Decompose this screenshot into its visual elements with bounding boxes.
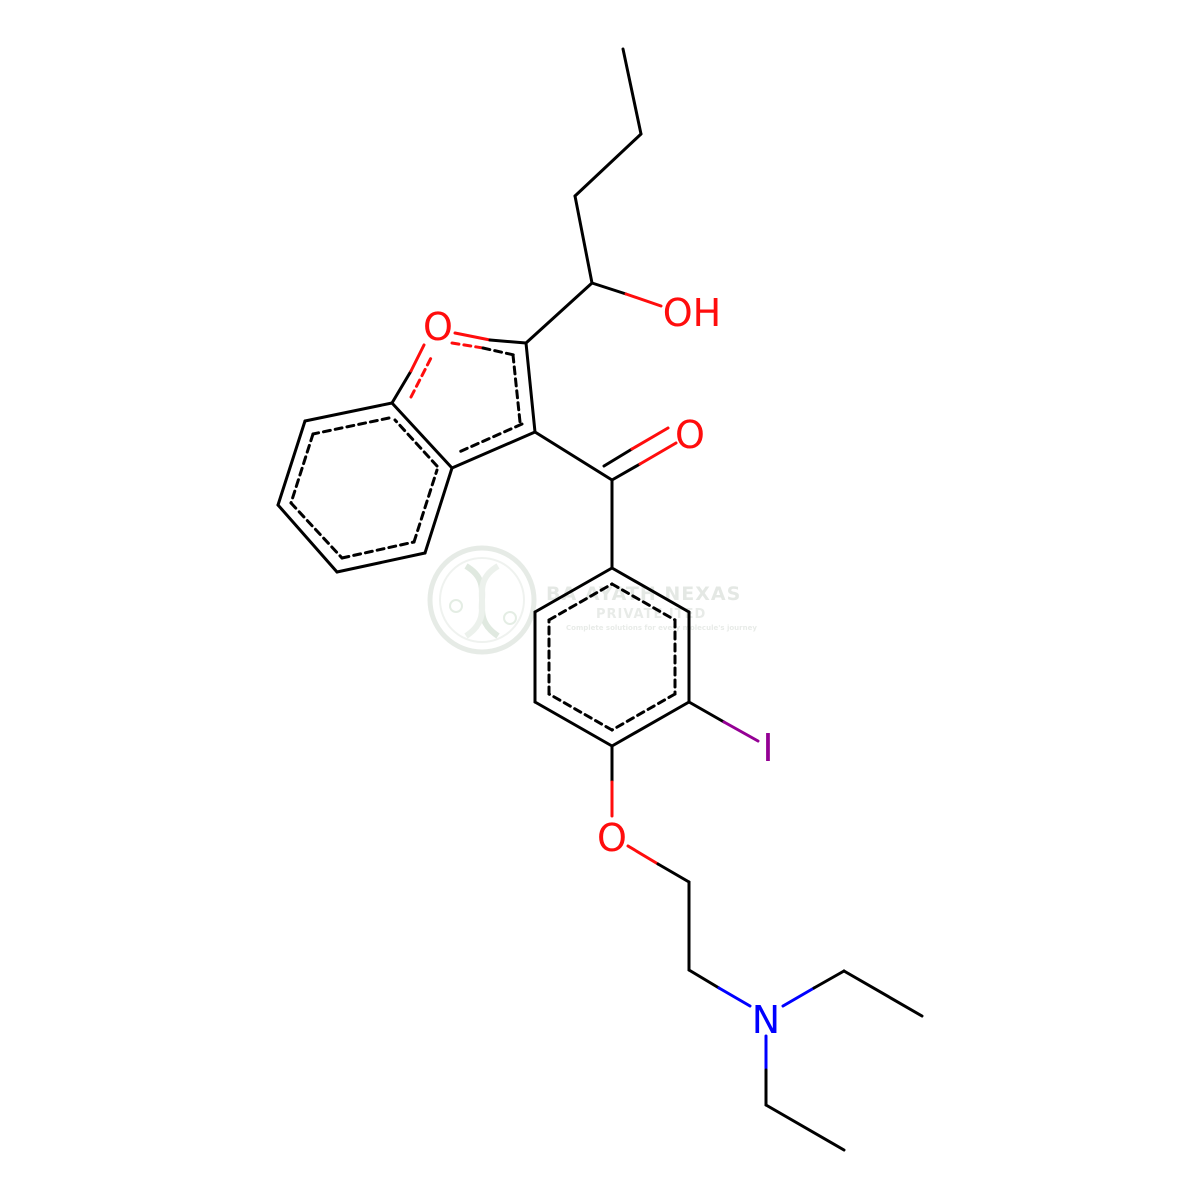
atom-hydroxyl: OH — [663, 291, 721, 335]
bond — [289, 432, 315, 505]
bond — [450, 430, 537, 470]
atom-amine-nitrogen: N — [752, 998, 780, 1042]
bond — [412, 468, 439, 544]
bond — [610, 566, 691, 614]
bond — [488, 338, 528, 345]
bond — [511, 353, 522, 424]
bond — [656, 862, 691, 884]
bond — [687, 700, 726, 724]
bond — [453, 331, 492, 342]
atom-ether-oxygen: O — [597, 816, 627, 860]
bond — [842, 969, 924, 1018]
bond — [423, 466, 454, 555]
bond — [812, 969, 846, 990]
bond — [717, 986, 752, 1008]
bond — [390, 369, 413, 405]
bond — [610, 582, 677, 622]
bond — [610, 700, 691, 748]
watermark-title: BA AYATH NEXAS — [546, 583, 741, 605]
bond — [409, 354, 434, 399]
bond — [450, 341, 485, 350]
bond — [687, 968, 721, 990]
bond — [547, 692, 614, 732]
bond — [533, 700, 614, 748]
bond — [276, 419, 307, 507]
watermark: BA AYATH NEXAS PRIVATE ITED Complete sol… — [427, 545, 757, 655]
bond — [610, 462, 642, 482]
bond — [630, 426, 670, 451]
bond — [457, 422, 524, 454]
bond — [602, 447, 634, 468]
bond — [311, 416, 391, 436]
bond — [621, 47, 643, 136]
bond — [624, 292, 663, 308]
bond — [533, 430, 614, 482]
dna-helix-icon — [427, 545, 537, 655]
bond — [390, 401, 454, 470]
watermark-subtitle: PRIVATE ITED — [596, 607, 706, 622]
bond — [533, 566, 614, 614]
bond — [335, 551, 427, 574]
bond — [626, 844, 660, 866]
bond — [590, 281, 628, 296]
atom-iodine: I — [762, 726, 773, 770]
bond — [638, 441, 678, 466]
atom-labels: O OH O I O N — [423, 291, 780, 1042]
bond — [524, 281, 594, 345]
atom-furan-oxygen: O — [423, 305, 453, 349]
bond — [524, 341, 537, 434]
bond — [276, 503, 339, 574]
bond — [481, 346, 516, 357]
bond — [289, 501, 344, 560]
bond — [610, 692, 677, 732]
watermark-tagline: Complete solutions for every molecule's … — [566, 624, 757, 632]
bond — [781, 986, 816, 1008]
bond — [547, 582, 614, 622]
bond — [722, 720, 760, 743]
bond — [573, 194, 594, 285]
bond — [764, 1103, 846, 1152]
bond — [393, 418, 439, 468]
bond — [303, 401, 394, 423]
atom-carbonyl-oxygen: O — [675, 413, 705, 457]
bond — [340, 540, 416, 560]
bond — [409, 343, 426, 373]
bond — [573, 132, 643, 198]
bonds — [276, 47, 924, 1152]
